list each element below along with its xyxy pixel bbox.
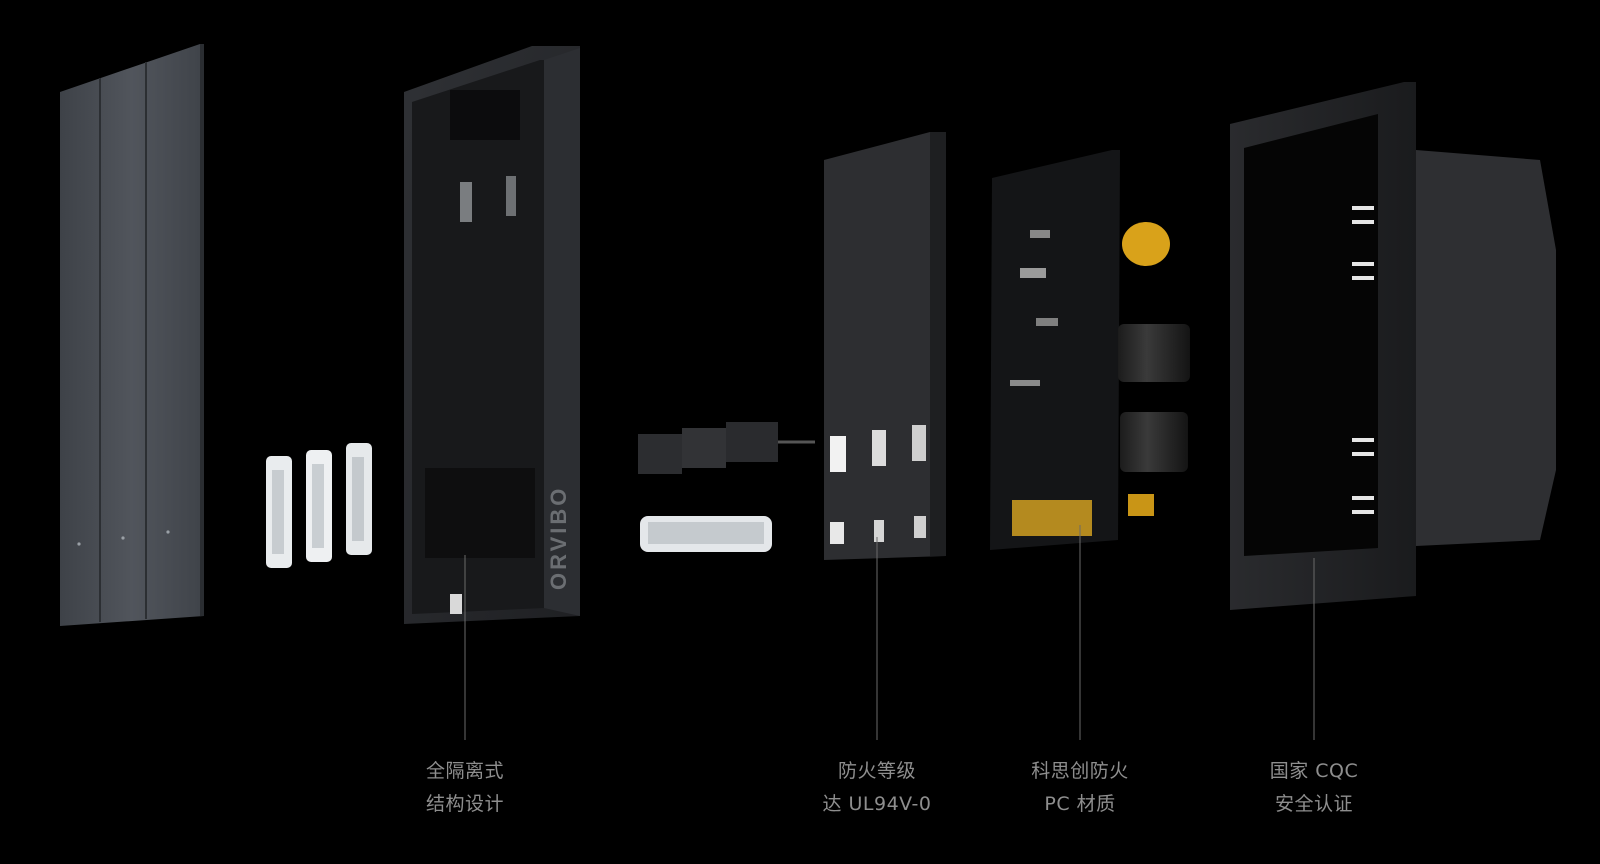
callout-isolation-line1: 全隔离式	[425, 760, 504, 782]
callout-pc-material-line1: 科思创防火	[1031, 760, 1129, 782]
callout-cqc-line1: 国家 CQC	[1269, 760, 1359, 782]
relay-blocks	[638, 422, 815, 552]
callout-pc-material-line2: PC 材质	[1044, 793, 1116, 815]
indicator-dot	[77, 542, 81, 546]
inner-cover	[824, 132, 946, 560]
indicator-dot	[166, 530, 170, 534]
callout-isolation: 全隔离式 结构设计	[355, 755, 575, 821]
indicator-dot	[121, 536, 125, 540]
callout-pc-material: 科思创防火 PC 材质	[970, 755, 1190, 821]
callout-isolation-line2: 结构设计	[425, 793, 504, 815]
capacitor-icon	[1122, 222, 1170, 266]
callout-cqc-line2: 安全认证	[1274, 793, 1353, 815]
brand-logo: ORVIBO	[546, 486, 571, 590]
callout-fire-rating-line1: 防火等级	[837, 760, 916, 782]
callout-cqc: 国家 CQC 安全认证	[1204, 755, 1424, 821]
callout-fire-rating: 防火等级 达 UL94V-0	[767, 755, 987, 821]
light-guides	[266, 443, 372, 568]
front-panel	[60, 44, 204, 626]
callout-fire-rating-line2: 达 UL94V-0	[822, 793, 932, 815]
back-housing	[1230, 82, 1556, 610]
mounting-plate: ORVIBO	[404, 46, 580, 624]
circuit-board	[990, 150, 1190, 550]
